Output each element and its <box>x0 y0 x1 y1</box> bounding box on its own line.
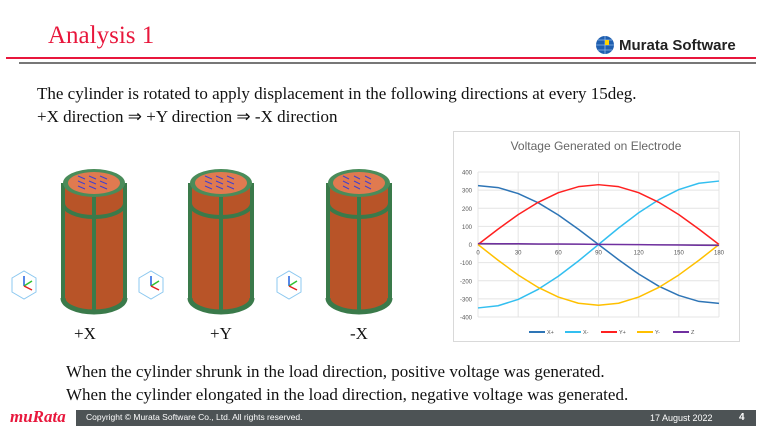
page-number: 4 <box>739 412 745 423</box>
displacement-arrow-icon <box>215 180 224 185</box>
y-tick-label: -400 <box>460 316 473 322</box>
displacement-arrow-icon <box>77 180 86 185</box>
legend-label: X+ <box>547 330 554 336</box>
x-tick-label: 90 <box>595 251 602 257</box>
cylinder-label-plus-y: +Y <box>210 324 232 343</box>
displacement-arrow-icon <box>364 175 372 180</box>
cylinder-label-minus-x: -X <box>350 324 368 343</box>
displacement-arrow-icon <box>353 180 361 185</box>
x-tick-label: 30 <box>515 251 522 257</box>
displacement-arrow-icon <box>204 185 213 190</box>
displacement-arrow-icon <box>204 180 213 185</box>
axis-triad-icon <box>11 270 37 300</box>
displacement-arrow-icon <box>88 185 97 190</box>
displacement-arrow-icon <box>342 185 350 190</box>
cylinder-label-plus-x: +X <box>74 324 96 343</box>
displacement-arrow-icon <box>215 175 224 180</box>
intro-line-1: The cylinder is rotated to apply displac… <box>37 84 637 103</box>
x-tick-label: 180 <box>714 251 725 257</box>
displacement-arrow-icon <box>364 180 372 185</box>
displacement-arrow-icon <box>342 180 350 185</box>
legend-label: Y- <box>655 330 660 336</box>
globe-icon <box>596 36 614 54</box>
displacement-arrow-icon <box>88 180 97 185</box>
legend-label: X- <box>583 330 589 336</box>
copyright-text: Copyright © Murata Software Co., Ltd. Al… <box>86 412 303 422</box>
displacement-arrow-icon <box>77 175 86 180</box>
displacement-arrow-icon <box>353 175 361 180</box>
chart-title: Voltage Generated on Electrode <box>511 139 682 153</box>
intro-line-2: +X direction ⇒ +Y direction ⇒ -X directi… <box>37 107 338 126</box>
conclusion-line-1: When the cylinder shrunk in the load dir… <box>66 362 605 381</box>
displacement-arrow-icon <box>99 180 108 185</box>
displacement-arrow-icon <box>342 175 350 180</box>
brand-name: Murata Software <box>619 36 736 54</box>
y-tick-label: 0 <box>469 243 473 249</box>
displacement-arrow-icon <box>226 185 235 190</box>
murata-logo: muRata <box>10 407 66 426</box>
displacement-arrow-icon <box>77 185 86 190</box>
x-tick-label: 0 <box>476 251 480 257</box>
slide-title: Analysis 1 <box>48 22 155 49</box>
conclusion-line-2: When the cylinder elongated in the load … <box>66 385 629 404</box>
legend-label: Z <box>691 330 695 336</box>
footer-bar <box>76 410 756 426</box>
legend-label: Y+ <box>619 330 626 336</box>
cylinder-illustrations <box>11 169 393 315</box>
axis-triad-icon <box>138 270 164 300</box>
series-line-Y- <box>477 243 720 306</box>
y-tick-label: -300 <box>460 297 473 303</box>
displacement-arrow-icon <box>99 185 108 190</box>
x-tick-label: 60 <box>555 251 562 257</box>
title-divider <box>19 62 756 64</box>
y-tick-label: -200 <box>460 279 473 285</box>
cylinder-model <box>187 169 255 315</box>
displacement-arrow-icon <box>226 175 235 180</box>
y-tick-label: 400 <box>462 171 473 177</box>
axis-triad-icon <box>276 270 302 300</box>
x-tick-label: 120 <box>634 251 645 257</box>
series-line-Z <box>477 242 720 247</box>
displacement-arrow-icon <box>226 180 235 185</box>
series-line-Y+ <box>477 183 720 246</box>
title-underline <box>6 57 756 59</box>
y-tick-label: -100 <box>460 261 473 267</box>
displacement-arrow-icon <box>204 175 213 180</box>
displacement-arrow-icon <box>88 175 97 180</box>
y-tick-label: 300 <box>462 189 473 195</box>
displacement-arrow-icon <box>99 175 108 180</box>
footer-date: 17 August 2022 <box>650 413 713 423</box>
cylinder-model <box>60 169 128 315</box>
murata-software-logo: Murata Software <box>595 35 736 55</box>
y-tick-label: 100 <box>462 225 473 231</box>
displacement-arrow-icon <box>364 185 372 190</box>
y-tick-label: 200 <box>462 207 473 213</box>
displacement-arrow-icon <box>215 185 224 190</box>
x-tick-label: 150 <box>674 251 685 257</box>
cylinder-model <box>325 169 393 315</box>
displacement-arrow-icon <box>353 185 361 190</box>
